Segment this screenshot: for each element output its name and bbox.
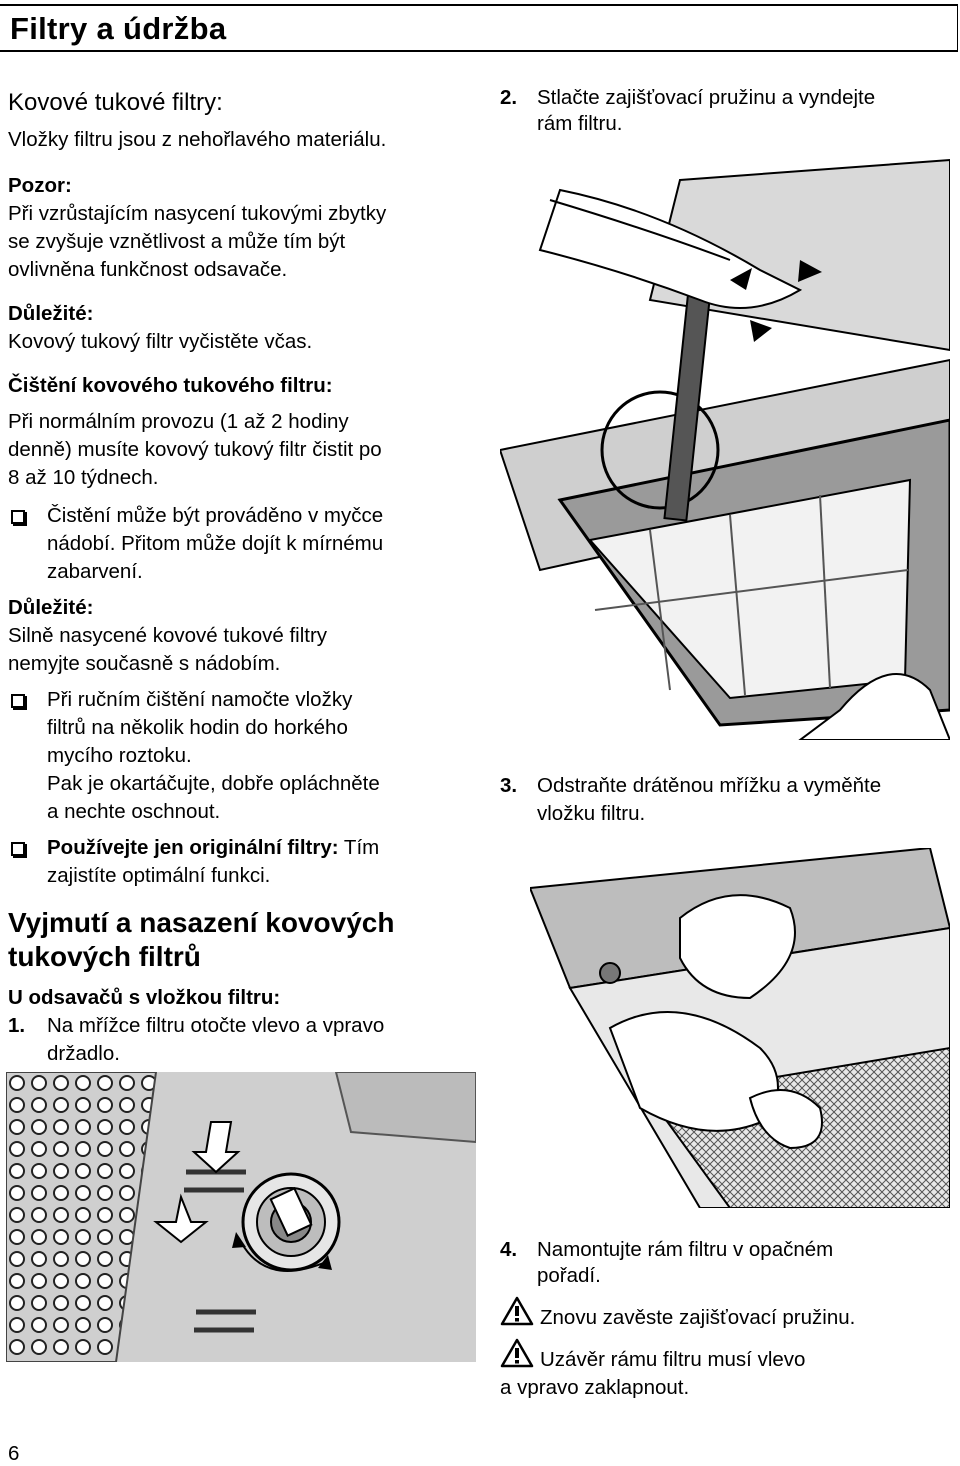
step2-line-2: rám filtru. [537, 112, 623, 135]
dulezite-text-1: Kovový tukový filtr vyčistěte včas. [8, 330, 313, 353]
checkbox-bullet-icon [11, 510, 25, 524]
step1-line-1: Na mřížce filtru otočte vlevo a vpravo [47, 1014, 385, 1037]
heading-metal-filters: Kovové tukové filtry: [8, 89, 223, 116]
warning-text-2-line-2: a vpravo zaklapnout. [500, 1376, 690, 1399]
warning-text-2-line-1: Uzávěr rámu filtru musí vlevo [540, 1348, 806, 1371]
bullet1-line-2: nádobí. Přitom může dojít k mírnému [47, 532, 384, 555]
dulezite-label-2: Důležité: [8, 596, 94, 619]
bullet3-line-2: zajistíte optimální funkci. [47, 864, 271, 887]
step2-line-1: Stlačte zajišťovací pružinu a vyndejte [537, 86, 876, 109]
heading-remove-2: tukových filtrů [8, 941, 201, 972]
bullet1-line-1: Čistění může být prováděno v myčce [47, 504, 384, 527]
warning-text-1: Znovu zavěste zajišťovací pružinu. [540, 1306, 856, 1329]
page-title: Filtry a údržba [10, 11, 227, 46]
step1-number: 1. [8, 1014, 26, 1037]
heading-insert: U odsavačů s vložkou filtru: [8, 986, 281, 1009]
heading-remove-1: Vyjmutí a nasazení kovových [8, 907, 395, 938]
bullet1-line-3: zabarvení. [47, 560, 143, 583]
step3-line-2: vložku filtru. [537, 802, 646, 825]
step1-line-2: držadlo. [47, 1042, 120, 1065]
page-number: 6 [8, 1442, 20, 1465]
heading-cleaning: Čištění kovového tukového filtru: [8, 374, 333, 397]
warning-icon [500, 1338, 534, 1368]
bullet3-line-1: Používejte jen originální filtry: Tím [47, 834, 379, 862]
dulezite2-line-1: Silně nasycené kovové tukové filtry [8, 624, 328, 647]
step4-number: 4. [500, 1238, 518, 1261]
step3-line-1: Odstraňte drátěnou mřížku a vyměňte [537, 774, 882, 797]
bullet3-rest: Tím [338, 836, 380, 859]
cleaning-line-2: denně) musíte kovový tukový filtr čistit… [8, 438, 382, 461]
bullet3-bold: Používejte jen originální filtry: [47, 836, 339, 859]
checkbox-bullet-icon [11, 694, 25, 708]
mesh-replacement-illustration [530, 848, 950, 1208]
pozor-line-3: ovlivněna funkčnost odsavače. [8, 258, 288, 281]
pozor-line-1: Při vzrůstajícím nasycení tukovými zbytk… [8, 202, 387, 225]
bullet2-line-4: Pak je okartáčujte, dobře opláchněte [47, 772, 380, 795]
step4-line-1: Namontujte rám filtru v opačném [537, 1238, 834, 1261]
pozor-label: Pozor: [8, 174, 72, 197]
step4-line-2: pořadí. [537, 1264, 601, 1287]
cleaning-line-3: 8 až 10 týdnech. [8, 466, 159, 489]
page-header: Filtry a údržba [0, 4, 958, 52]
bullet2-line-5: a nechte oschnout. [47, 800, 221, 823]
frame-removal-illustration [500, 150, 950, 740]
cleaning-line-1: Při normálním provozu (1 až 2 hodiny [8, 410, 349, 433]
step2-number: 2. [500, 86, 518, 109]
bullet2-line-2: filtrů na několik hodin do horkého [47, 716, 348, 739]
dulezite2-line-2: nemyjte současně s nádobím. [8, 652, 281, 675]
dulezite-label-1: Důležité: [8, 302, 94, 325]
step3-number: 3. [500, 774, 518, 797]
handle-illustration [6, 1072, 476, 1362]
pozor-line-2: se zvyšuje vznětlivost a může tím být [8, 230, 346, 253]
warning-icon [500, 1296, 534, 1326]
bullet2-line-3: mycího roztoku. [47, 744, 192, 767]
text-material: Vložky filtru jsou z nehořlavého materiá… [8, 128, 387, 151]
bullet2-line-1: Při ručním čištění namočte vložky [47, 688, 353, 711]
checkbox-bullet-icon [11, 842, 25, 856]
